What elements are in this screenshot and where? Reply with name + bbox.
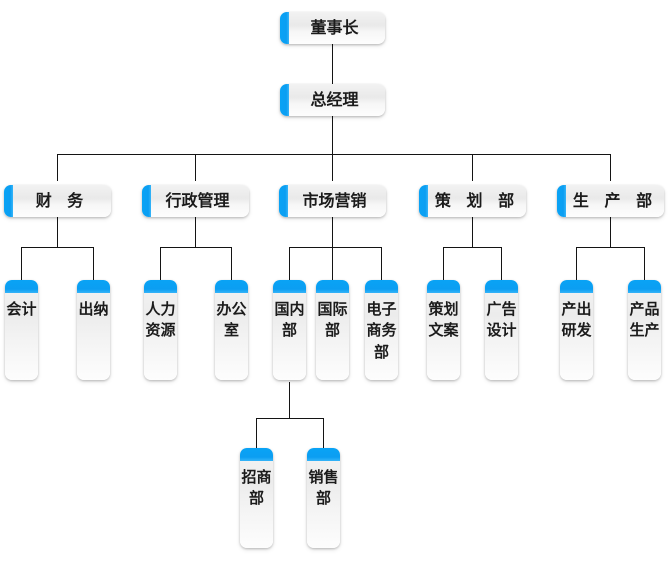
node-production-rd[interactable]: 产出研发 <box>560 280 593 380</box>
connector-marketing-drop <box>332 217 333 247</box>
connector-drop-ad-design <box>501 247 502 280</box>
accent-bar-icon <box>280 12 289 44</box>
node-label-ecommerce-dept: 电子商务部 <box>366 300 397 361</box>
connector-drop-planning-copy <box>443 247 444 280</box>
node-label-chairman: 董事长 <box>310 18 359 37</box>
node-accounting[interactable]: 会计 <box>5 280 38 380</box>
connector-planning-bus <box>443 247 501 248</box>
connector-gm-drop <box>332 116 333 154</box>
connector-finance-drop <box>57 217 58 247</box>
node-label-sales-dept: 销售部 <box>308 468 339 508</box>
node-label-product-manufacturing: 产品生产 <box>629 300 660 340</box>
connector-domestic-drop <box>289 382 290 418</box>
connector-production-bus <box>576 247 644 248</box>
connector-finance-bus <box>21 247 94 248</box>
accent-bar-icon <box>557 185 566 217</box>
accent-bar-icon <box>273 280 306 293</box>
accent-bar-icon <box>5 280 38 293</box>
node-label-production: 生 产 部 <box>572 191 658 210</box>
node-product-manufacturing[interactable]: 产品生产 <box>628 280 661 380</box>
connector-planning-drop <box>472 217 473 247</box>
node-marketing[interactable]: 市场营销 <box>279 185 386 217</box>
connector-drop-administration <box>195 154 196 181</box>
node-label-production-rd: 产出研发 <box>561 300 592 340</box>
node-office[interactable]: 办公室 <box>215 280 248 380</box>
node-label-international-dept: 国际部 <box>317 300 348 340</box>
accent-bar-icon <box>316 280 349 293</box>
accent-bar-icon <box>240 448 273 461</box>
node-sales-dept[interactable]: 销售部 <box>307 448 340 548</box>
connector-drop-production <box>610 154 611 181</box>
node-label-general-manager: 总经理 <box>310 90 359 109</box>
connector-drop-production-rd <box>576 247 577 280</box>
connector-drop-cashier <box>93 247 94 280</box>
node-investment-dept[interactable]: 招商部 <box>240 448 273 548</box>
connector-drop-human-resources <box>160 247 161 280</box>
accent-bar-icon <box>4 185 13 217</box>
node-label-accounting: 会计 <box>6 300 37 318</box>
node-label-planning-copy: 策划文案 <box>428 300 459 340</box>
accent-bar-icon <box>144 280 177 293</box>
node-label-marketing: 市场营销 <box>302 191 367 210</box>
connector-marketing-bus <box>289 247 381 248</box>
accent-bar-icon <box>142 185 151 217</box>
node-planning[interactable]: 策 划 部 <box>419 185 526 217</box>
accent-bar-icon <box>427 280 460 293</box>
connector-drop-sales <box>323 418 324 448</box>
connector-domestic-bus <box>256 418 323 419</box>
connector-level3-bus <box>57 154 611 155</box>
node-finance[interactable]: 财 务 <box>4 185 111 217</box>
connector-drop-ecommerce <box>381 247 382 280</box>
connector-drop-finance <box>57 154 58 181</box>
connector-drop-international <box>332 247 333 280</box>
accent-bar-icon <box>279 185 288 217</box>
node-administration[interactable]: 行政管理 <box>142 185 249 217</box>
connector-administration-bus <box>160 247 231 248</box>
accent-bar-icon <box>485 280 518 293</box>
node-international-dept[interactable]: 国际部 <box>316 280 349 380</box>
connector-drop-marketing <box>332 154 333 181</box>
accent-bar-icon <box>628 280 661 293</box>
node-production[interactable]: 生 产 部 <box>557 185 664 217</box>
connector-administration-drop <box>195 217 196 247</box>
accent-bar-icon <box>77 280 110 293</box>
node-label-ad-design: 广告设计 <box>486 300 517 340</box>
connector-drop-planning <box>472 154 473 181</box>
connector-drop-accounting <box>21 247 22 280</box>
connector-production-drop <box>610 217 611 247</box>
node-label-finance: 财 务 <box>35 191 89 210</box>
connector-drop-domestic <box>289 247 290 280</box>
node-ad-design[interactable]: 广告设计 <box>485 280 518 380</box>
connector-chairman-to-gm <box>332 44 333 84</box>
accent-bar-icon <box>307 448 340 461</box>
node-label-administration: 行政管理 <box>165 191 230 210</box>
node-label-planning: 策 划 部 <box>434 191 520 210</box>
node-label-cashier: 出纳 <box>78 300 109 318</box>
connector-drop-product-manufacturing <box>644 247 645 280</box>
node-chairman[interactable]: 董事长 <box>280 12 385 44</box>
accent-bar-icon <box>419 185 428 217</box>
node-label-office: 办公室 <box>216 300 247 340</box>
node-human-resources[interactable]: 人力资源 <box>144 280 177 380</box>
connector-drop-office <box>231 247 232 280</box>
node-ecommerce-dept[interactable]: 电子商务部 <box>365 280 398 380</box>
connector-drop-investment <box>256 418 257 448</box>
accent-bar-icon <box>560 280 593 293</box>
accent-bar-icon <box>365 280 398 293</box>
node-label-investment-dept: 招商部 <box>241 468 272 508</box>
node-label-human-resources: 人力资源 <box>145 300 176 340</box>
node-general-manager[interactable]: 总经理 <box>280 84 385 116</box>
node-planning-copy[interactable]: 策划文案 <box>427 280 460 380</box>
accent-bar-icon <box>280 84 289 116</box>
node-label-domestic-dept: 国内部 <box>274 300 305 340</box>
accent-bar-icon <box>215 280 248 293</box>
node-domestic-dept[interactable]: 国内部 <box>273 280 306 380</box>
node-cashier[interactable]: 出纳 <box>77 280 110 380</box>
